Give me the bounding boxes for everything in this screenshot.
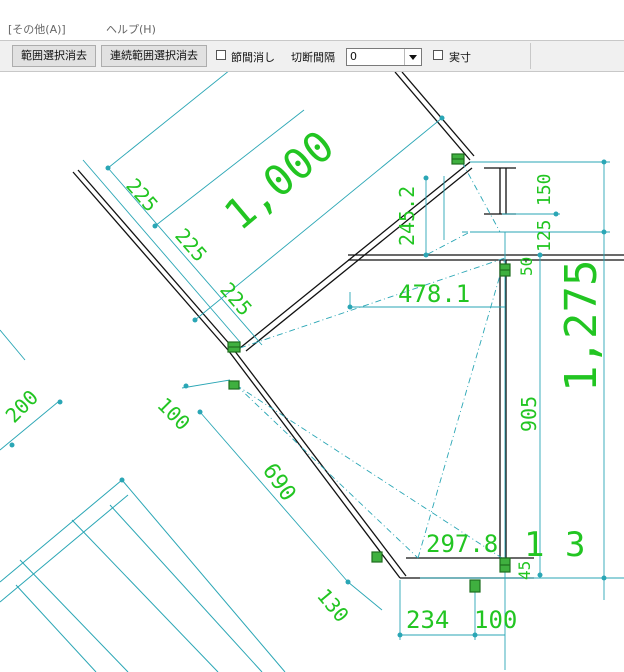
- dim-45: 45: [515, 561, 534, 580]
- dim-125: 125: [534, 219, 555, 252]
- clear-continuous-selection-button[interactable]: 連続範囲選択消去: [101, 45, 207, 67]
- dim-297-8: 297.8: [426, 530, 498, 558]
- clear-selection-button[interactable]: 範囲選択消去: [12, 45, 96, 67]
- joint-marker-base: [499, 557, 511, 573]
- dim-13: 1 3: [524, 525, 585, 565]
- structure-lines: [72, 72, 624, 579]
- cut-interval-value: 0: [350, 50, 357, 63]
- joint-marker-lower: [371, 551, 383, 563]
- chevron-down-icon: [409, 55, 417, 60]
- toolbar-separator: [530, 43, 531, 69]
- dim-245-2: 245.2: [395, 186, 419, 246]
- joint-marker-foot: [469, 579, 481, 593]
- toolbar: 範囲選択消去 連続範囲選択消去 節間消し 切断間隔 0 実寸: [0, 40, 624, 72]
- node-dots: [9, 115, 607, 638]
- joint-marker-beam: [499, 263, 511, 277]
- hide-joints-label: 節間消し: [231, 51, 275, 64]
- building-outline: [0, 479, 286, 672]
- dim-1275: 1,275: [556, 260, 607, 392]
- joint-marker-ridge: [227, 341, 241, 353]
- joint-marker-mid: [228, 380, 240, 390]
- actual-size-checkbox[interactable]: [433, 50, 443, 60]
- menu-item-other[interactable]: [その他(A)]: [8, 23, 66, 36]
- joint-markers: [227, 153, 511, 593]
- dim-905: 905: [517, 396, 541, 432]
- actual-size-label: 実寸: [449, 51, 471, 64]
- dim-50: 50: [517, 257, 536, 276]
- dim-100-bottom: 100: [474, 606, 517, 634]
- hide-joints-checkbox[interactable]: [216, 50, 226, 60]
- rafter-lines: [235, 161, 506, 561]
- cut-interval-select[interactable]: 0: [346, 48, 422, 66]
- cut-interval-label: 切断間隔: [291, 51, 335, 64]
- dim-150: 150: [534, 173, 555, 206]
- dim-478-1: 478.1: [398, 280, 470, 308]
- dim-234: 234: [406, 606, 449, 634]
- dropdown-button[interactable]: [404, 49, 421, 65]
- joint-marker-roof: [451, 153, 465, 165]
- menu-item-help[interactable]: ヘルプ(H): [106, 23, 156, 36]
- drawing-canvas[interactable]: 1,000 225 225 225 245.2 150 125 50 478.1…: [0, 72, 624, 672]
- menu-bar: [その他(A)] ヘルプ(H): [0, 0, 624, 40]
- dimension-lines: [0, 72, 624, 670]
